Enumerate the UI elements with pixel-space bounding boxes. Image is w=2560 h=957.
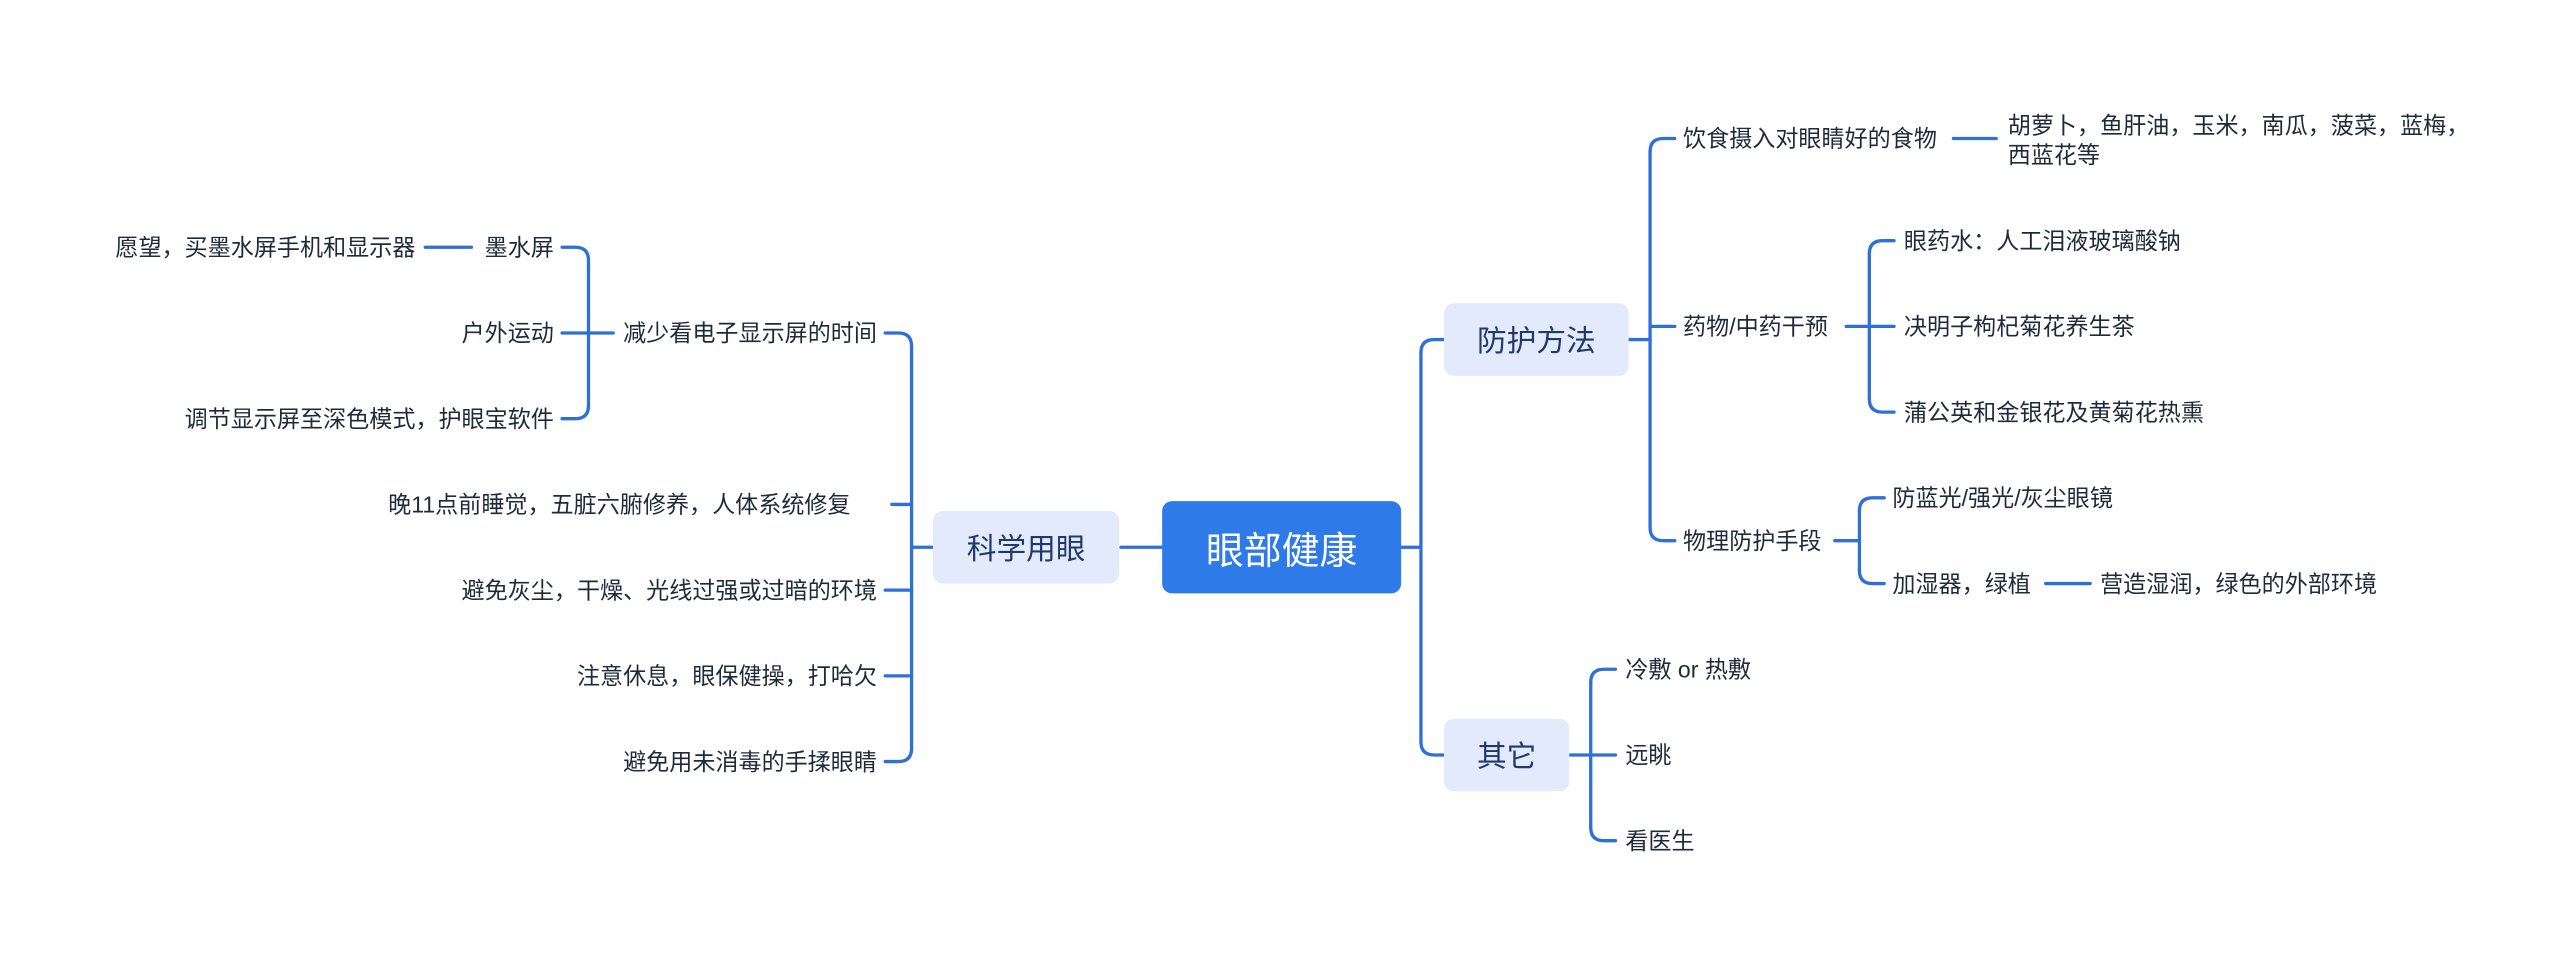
topic-eink[interactable]: 墨水屏 (484, 234, 554, 261)
topic-outdoor-sports[interactable]: 户外运动 (461, 319, 554, 347)
topic-sleep-early[interactable]: 晚11点前睡觉，五脏六腑修养，人体系统修复 (388, 491, 851, 518)
topic-protective-glasses[interactable]: 防蓝光/强光/灰尘眼镜 (1892, 484, 2113, 512)
topic-rest[interactable]: 注意休息，眼保健操，打哈欠 (576, 662, 877, 690)
topic-herbal-steam[interactable]: 蒲公英和金银花及黄菊花热熏 (1903, 398, 2204, 426)
topic-dark-mode[interactable]: 调节显示屏至深色模式，护眼宝软件 (184, 405, 554, 432)
topic-humid-environment[interactable]: 营造湿润，绿色的外部环境 (2100, 570, 2378, 597)
topic-see-doctor[interactable]: 看医生 (1625, 827, 1695, 854)
branch-protection[interactable]: 防护方法 (1444, 303, 1629, 376)
topic-physical-protection[interactable]: 物理防护手段 (1683, 527, 1822, 554)
topic-eye-drops[interactable]: 眼药水：人工泪液玻璃酸钠 (1903, 227, 2181, 254)
topic-avoid-environment[interactable]: 避免灰尘，干燥、光线过强或过暗的环境 (461, 576, 877, 604)
branch-other[interactable]: 其它 (1444, 718, 1570, 792)
topic-compress[interactable]: 冷敷 or 热敷 (1625, 656, 1752, 683)
topic-diet-foods[interactable]: 胡萝卜，鱼肝油，玉米，南瓜，菠菜，蓝梅，西蓝花等 (2007, 112, 2470, 169)
root-node[interactable]: 眼部健康 (1162, 501, 1402, 594)
topic-look-far[interactable]: 远眺 (1625, 741, 1672, 769)
topic-medicine[interactable]: 药物/中药干预 (1683, 313, 1828, 340)
branch-scientific-eye-use[interactable]: 科学用眼 (933, 511, 1120, 584)
topic-eink-wish[interactable]: 愿望，买墨水屏手机和显示器 (115, 234, 416, 261)
topic-humidifier[interactable]: 加湿器，绿植 (1892, 570, 2031, 597)
topic-diet[interactable]: 饮食摄入对眼睛好的食物 (1683, 125, 1937, 152)
topic-herbal-tea[interactable]: 决明子枸杞菊花养生茶 (1903, 313, 2135, 340)
topic-reduce-screen-time[interactable]: 减少看电子显示屏的时间 (623, 319, 877, 347)
topic-no-rubbing[interactable]: 避免用未消毒的手揉眼睛 (623, 748, 877, 775)
